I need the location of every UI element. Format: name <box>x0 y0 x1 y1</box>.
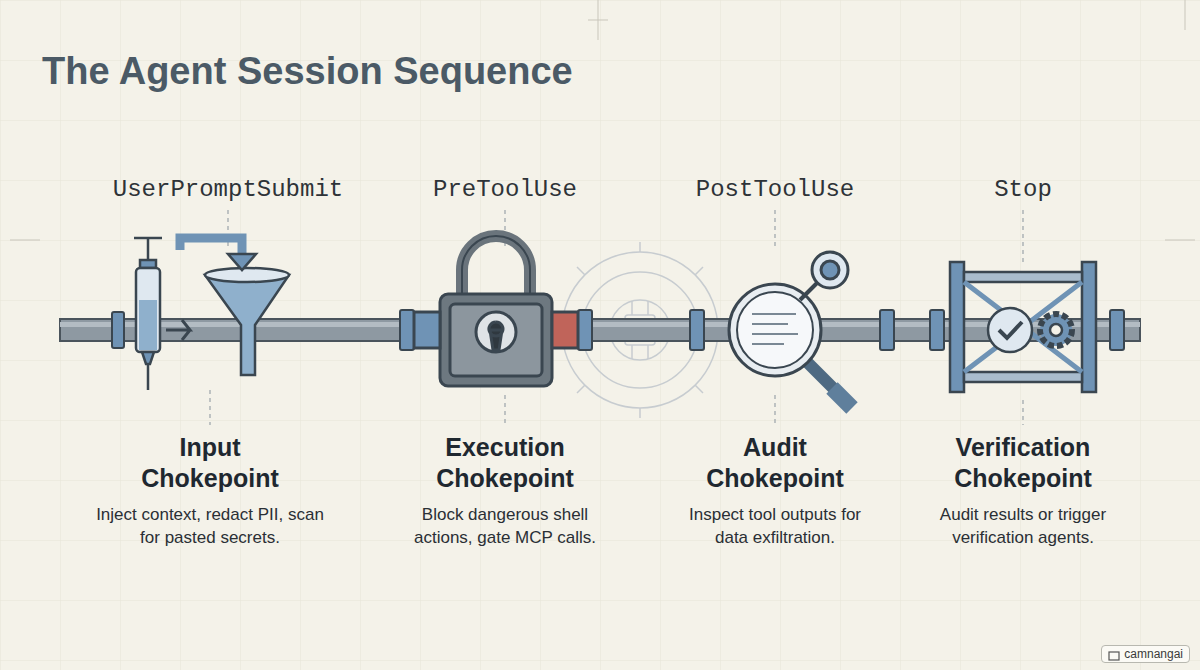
magnifier-icon <box>729 252 852 408</box>
hook-name: PostToolUse <box>696 176 854 203</box>
syringe-icon <box>134 238 162 390</box>
hook-name: UserPromptSubmit <box>113 176 343 203</box>
diagram-title: The Agent Session Sequence <box>42 50 573 93</box>
guide-lines <box>10 0 1195 240</box>
stage-description: Block dangerous shell actions, gate MCP … <box>394 503 616 549</box>
funnel-icon <box>180 238 289 375</box>
watermark-text: camnangai <box>1124 647 1183 661</box>
leader-lines <box>210 210 1023 425</box>
stage-heading: Input Chokepoint <box>130 432 290 494</box>
hook-name: PreToolUse <box>433 176 577 203</box>
verification-frame <box>950 262 1096 392</box>
stage-description: Audit results or trigger verification ag… <box>912 503 1134 549</box>
badge-icon <box>1108 651 1120 661</box>
inflow-arrow <box>166 320 190 340</box>
padlock-icon <box>414 236 578 386</box>
watermark-badge: camnangai <box>1101 645 1190 663</box>
stage-heading: Audit Chokepoint <box>695 432 855 494</box>
stage-description: Inject context, redact PII, scan for pas… <box>94 503 326 549</box>
stage-description: Inspect tool outputs for data exfiltrati… <box>681 503 869 549</box>
stage-heading: Execution Chokepoint <box>420 432 590 494</box>
stage-heading: Verification Chokepoint <box>928 432 1118 494</box>
hook-name: Stop <box>994 176 1052 203</box>
pipe <box>60 310 1140 350</box>
